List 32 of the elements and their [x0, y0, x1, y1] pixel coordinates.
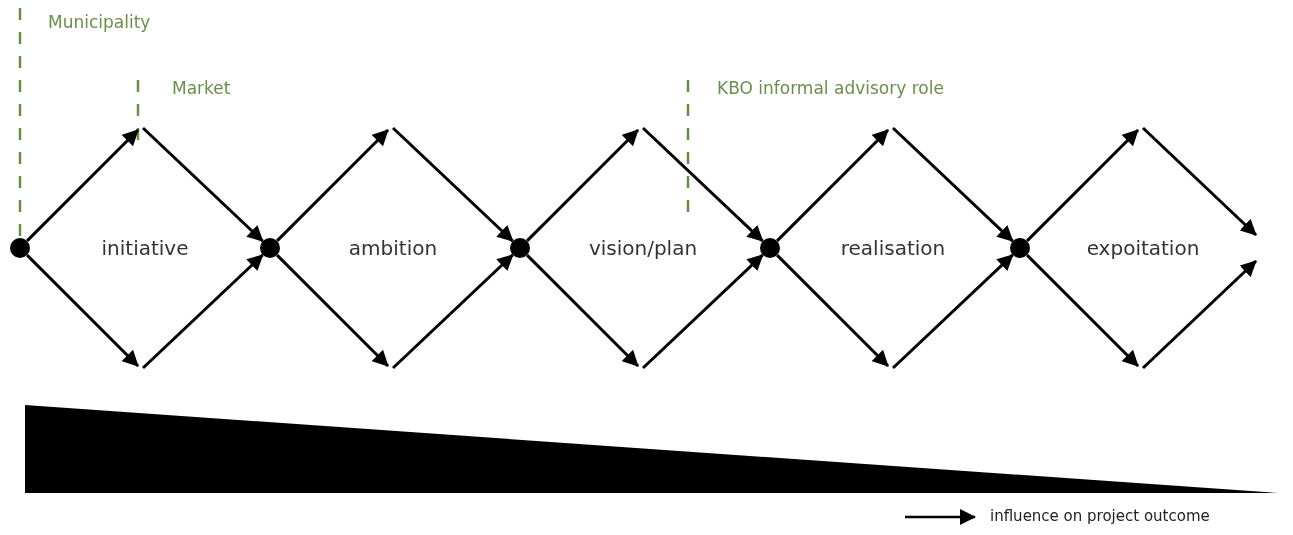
- phase-label: vision/plan: [588, 236, 698, 260]
- phase-label: realisation: [840, 236, 946, 260]
- arrow: [141, 253, 264, 370]
- arrow: [526, 128, 640, 242]
- arrow: [526, 254, 640, 368]
- junction-dot: [260, 238, 280, 258]
- arrow: [391, 126, 514, 243]
- phase-label: expoitation: [1086, 236, 1200, 260]
- arrow: [1026, 128, 1140, 242]
- arrow: [891, 126, 1014, 243]
- legend-label: influence on project outcome: [990, 507, 1210, 525]
- arrow: [26, 254, 140, 368]
- arrow: [891, 253, 1014, 370]
- arrow: [776, 128, 890, 242]
- arrow: [641, 253, 764, 370]
- arrow: [776, 254, 890, 368]
- junction-dot: [10, 238, 30, 258]
- arrow: [276, 128, 390, 242]
- arrow: [26, 128, 140, 242]
- arrow: [641, 126, 764, 243]
- junction-dot: [760, 238, 780, 258]
- arrow: [391, 253, 514, 370]
- stakeholder-label: KBO informal advisory role: [717, 78, 944, 98]
- phase-label: initiative: [101, 236, 189, 260]
- phase-label: ambition: [348, 236, 438, 260]
- junction-dot: [1010, 238, 1030, 258]
- stakeholder-label: Market: [172, 78, 231, 98]
- stakeholder-label: Municipality: [48, 12, 151, 32]
- junction-dot: [510, 238, 530, 258]
- arrow: [276, 254, 390, 368]
- arrow: [1026, 254, 1140, 368]
- arrow: [141, 126, 264, 243]
